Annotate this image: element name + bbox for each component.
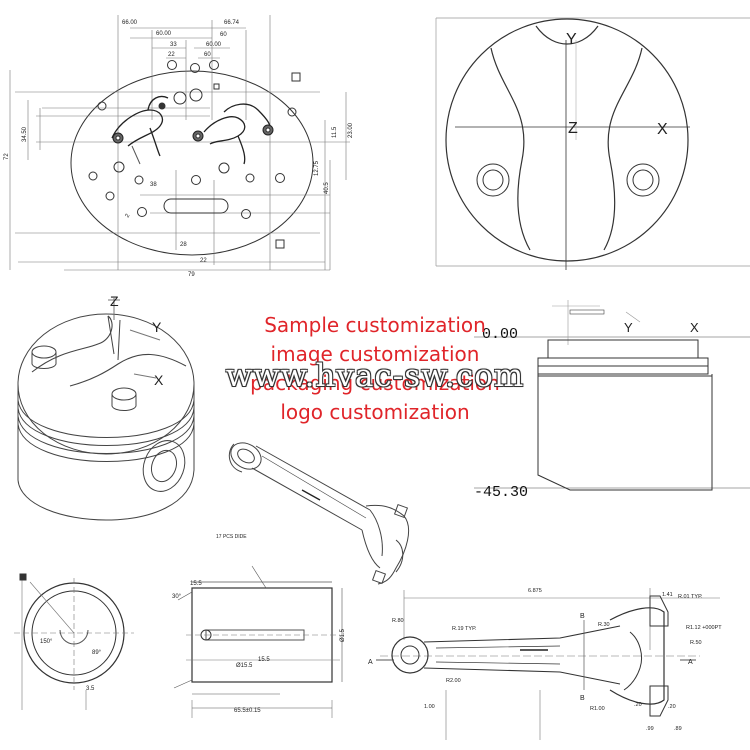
section-label: B (580, 613, 585, 620)
piston-pin-end-view: 150° 89° 3.5 (14, 573, 134, 710)
valve-dim: 79 (188, 272, 195, 278)
valve-dim: 12.75 (314, 160, 320, 176)
valve-dim: 60.00 (156, 31, 172, 37)
valve-dim: 28 (180, 242, 187, 248)
valve-dim: 22 (200, 258, 207, 264)
pin-side-label: 15.5 (258, 657, 270, 663)
zero-level-value: 0.00 (482, 326, 518, 343)
rod-dim: R1.12 +000PT (686, 625, 722, 631)
rod-dim: R.01 TYP. (678, 594, 703, 600)
valve-dim: 11.5 (332, 126, 338, 138)
valve-dim: 2 (125, 213, 132, 219)
section-label: A (688, 659, 693, 666)
rod-dim: R.80 (392, 618, 404, 624)
valve-dim: 34.50 (22, 126, 28, 142)
valve-dim: 66.00 (122, 20, 138, 26)
valve-dim: 60 (220, 32, 227, 38)
rod-dim: R.19 TYP. (452, 626, 477, 632)
pin-label: 3.5 (86, 686, 95, 692)
piston-pin-side-view: 15.5 Ø15.5 65.5±0.15 15.5 30° Ø1.5 (172, 565, 346, 718)
valve-dim: 60.00 (206, 42, 222, 48)
piston-top-view: Y Z X (435, 17, 750, 270)
pin-side-label: 15.5 (190, 581, 202, 587)
connecting-rod-drawing: 6.875 1.41 R.19 TYP. R.01 TYP. R.30 R.80… (368, 588, 722, 740)
pin-label: 89° (92, 650, 102, 656)
overlay-line-image: image customization (270, 342, 480, 366)
valve-dim: 66.74 (224, 20, 240, 26)
valve-dim: 60 (204, 52, 211, 58)
rod-dim: 6.875 (528, 588, 542, 594)
connecting-rod-3d (228, 442, 409, 585)
valve-dim: 40.5 (324, 182, 330, 194)
overlay-line-sample: Sample customization (264, 313, 486, 337)
small-note: 17 PCS DIDE (216, 534, 247, 540)
bottom-level-value: -45.30 (474, 484, 528, 501)
rod-dim: .20 (668, 704, 676, 710)
axis-label: Y (566, 31, 577, 48)
rod-dim: R.30 (598, 622, 610, 628)
rod-dim: .89 (674, 726, 682, 732)
valve-dim: 22 (168, 52, 175, 58)
rod-dim: R.50 (690, 640, 702, 646)
rod-dim: .99 (646, 726, 654, 732)
valve-dim: 38 (150, 182, 157, 188)
axis-label: Z (568, 120, 578, 137)
rod-dim: 1.00 (424, 704, 435, 710)
rod-dim: 1.41 (662, 592, 673, 598)
valve-dim: 23.00 (348, 122, 354, 138)
pin-label: 150° (40, 639, 53, 645)
overlay-line-packaging: packaging customization (250, 371, 500, 395)
axis-label: Z (110, 293, 119, 309)
piston-isometric: Z Y X (17, 293, 195, 521)
rod-dim: .20 (634, 702, 642, 708)
overlay-line-logo: logo customization (280, 400, 470, 424)
valve-dim: 33 (170, 42, 177, 48)
customization-overlay: Sample customization image customization… (0, 311, 750, 427)
axis-label: Y (624, 320, 633, 335)
axis-label: X (154, 372, 164, 388)
axis-label: X (690, 320, 699, 335)
rod-dim: R2.00 (446, 678, 461, 684)
axis-label: X (657, 121, 668, 138)
section-label: B (580, 695, 585, 702)
valve-plate-drawing: 66.00 66.74 60.00 33 22 60.00 60 60 40.5… (4, 15, 354, 278)
pin-side-label: Ø1.5 (340, 628, 346, 642)
piston-side-view: 0.00 -45.30 Y X (474, 300, 750, 501)
axis-label: Y (152, 319, 162, 335)
pin-side-label: 65.5±0.15 (234, 708, 261, 714)
pin-side-label: 30° (172, 594, 182, 600)
valve-dim: 72 (4, 153, 10, 160)
section-label: A (368, 659, 373, 666)
pin-side-label: Ø15.5 (236, 663, 253, 669)
rod-dim: R1.00 (590, 706, 605, 712)
watermark: www.hvac-sw.com (225, 358, 525, 394)
